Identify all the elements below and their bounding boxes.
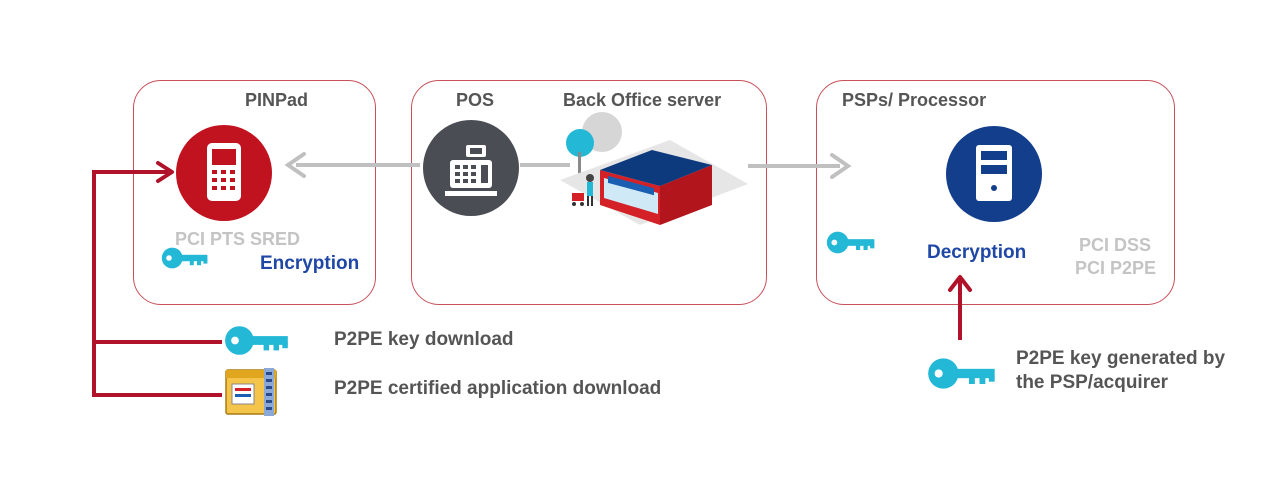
psp-standard-dss: PCI DSS xyxy=(1079,235,1152,255)
legend-app-download: P2PE certified application download xyxy=(334,378,662,399)
cash-register-icon xyxy=(423,120,519,216)
pinpad-function: Encryption xyxy=(260,253,360,274)
archive-file-icon xyxy=(225,368,277,416)
server-icon xyxy=(946,126,1042,222)
mobile-terminal-icon xyxy=(176,125,272,221)
pinpad-title: PINPad xyxy=(245,90,309,110)
psp-title: PSPs/ Processor xyxy=(842,90,987,110)
pos-title: POS xyxy=(456,90,495,110)
psp-function: Decryption xyxy=(927,242,1027,263)
key-generation-line-2: the PSP/acquirer xyxy=(1016,372,1169,393)
generated-key-icon xyxy=(928,358,995,389)
legend-key-download: P2PE key download xyxy=(334,329,514,350)
flow-arrow-to-pinpad xyxy=(284,152,420,178)
flow-arrow-to-psp xyxy=(748,153,852,179)
key-generation-line-1: P2PE key generated by xyxy=(1016,348,1226,369)
download-key-icon xyxy=(225,326,288,355)
pinpad-standard: PCI PTS SRED xyxy=(175,229,301,249)
download-connector xyxy=(92,161,222,397)
retail-store-icon xyxy=(560,112,748,225)
key-generation-arrow xyxy=(948,275,972,340)
pinpad-key-icon xyxy=(161,247,208,269)
psp-key-icon xyxy=(826,231,875,254)
back-office-title: Back Office server xyxy=(563,90,722,110)
psp-standard-p2pe: PCI P2PE xyxy=(1075,258,1157,278)
